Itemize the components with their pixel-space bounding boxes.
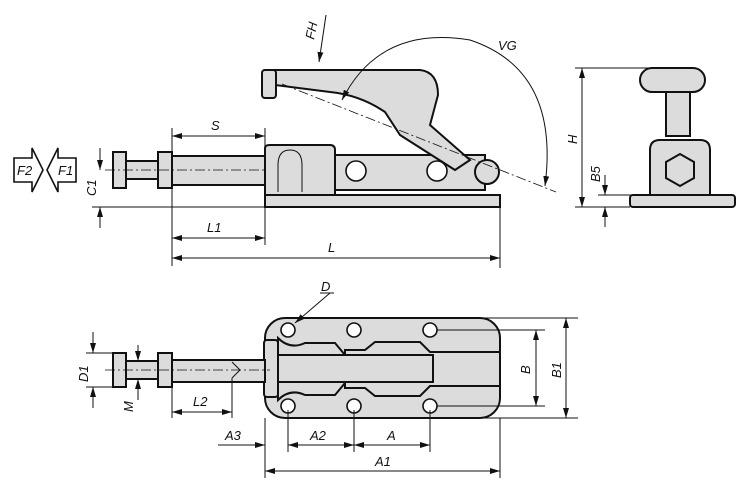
svg-text:L1: L1	[207, 220, 221, 235]
end-knob	[639, 67, 706, 93]
svg-text:FH: FH	[302, 20, 320, 41]
svg-text:B: B	[518, 365, 533, 374]
svg-text:M: M	[121, 401, 136, 412]
plunger-top	[171, 359, 266, 383]
svg-text:C1: C1	[84, 179, 99, 196]
svg-text:L2: L2	[193, 394, 208, 409]
svg-text:A1: A1	[374, 454, 391, 469]
svg-text:D1: D1	[76, 365, 91, 382]
svg-text:B1: B1	[549, 362, 564, 378]
pivot-end	[474, 159, 500, 185]
svg-text:A: A	[386, 428, 396, 443]
svg-text:D: D	[321, 279, 330, 294]
handle-grip	[261, 69, 277, 99]
clamp-body	[264, 144, 336, 196]
pivot-left	[345, 160, 367, 182]
svg-text:S: S	[211, 118, 220, 133]
svg-text:B5: B5	[588, 165, 603, 182]
rod-top	[277, 354, 434, 383]
svg-text:F1: F1	[58, 163, 73, 178]
end-nut	[665, 152, 695, 188]
end-stem	[665, 91, 691, 137]
force-arrow-f1: F1	[46, 147, 77, 193]
svg-text:A3: A3	[224, 428, 242, 443]
svg-text:VG: VG	[498, 38, 517, 53]
plunger-tube	[171, 155, 267, 186]
top-view: D D1 M L2 A3 A2 A A1 B B1	[76, 279, 578, 478]
svg-text:A2: A2	[309, 428, 327, 443]
end-base	[629, 194, 736, 208]
end-view: H B5	[565, 67, 736, 227]
svg-text:F2: F2	[17, 163, 33, 178]
mounting-holes	[280, 322, 438, 414]
flange-top	[263, 339, 279, 398]
side-view: F2 F1 FH VG	[13, 14, 557, 268]
force-arrow-f2: F2	[13, 147, 44, 193]
svg-text:L: L	[328, 240, 335, 255]
body-slot	[277, 149, 303, 192]
base-plate	[264, 194, 501, 208]
svg-text:H: H	[565, 134, 580, 144]
